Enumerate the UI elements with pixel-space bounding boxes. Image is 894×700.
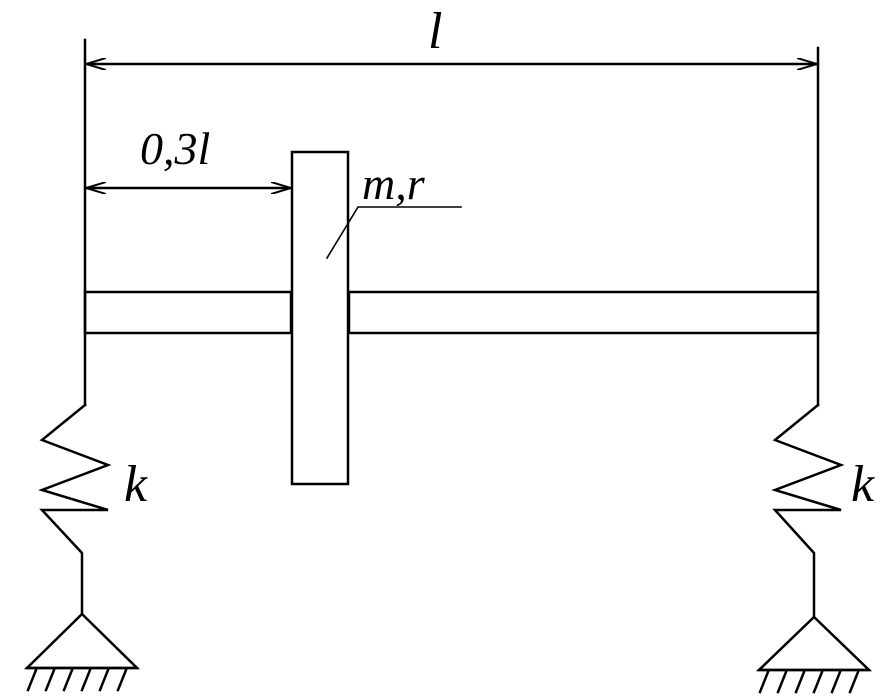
disk <box>290 150 350 486</box>
support-right <box>755 615 873 672</box>
support-left <box>23 612 141 670</box>
offset-length-label: 0,3l <box>140 123 210 174</box>
spring-right <box>771 403 845 619</box>
spring-right-label: k <box>851 456 875 513</box>
ground-hatch-left <box>25 666 139 692</box>
spring-left-label: k <box>124 456 148 513</box>
spring-left <box>38 403 112 616</box>
disk-label: m,r <box>362 158 426 209</box>
shaft-right-segment <box>347 290 820 335</box>
length-label: l <box>428 3 442 60</box>
disk-leader-line <box>325 206 462 260</box>
shaft-left-segment <box>83 290 293 335</box>
ground-hatch-right <box>757 668 871 694</box>
